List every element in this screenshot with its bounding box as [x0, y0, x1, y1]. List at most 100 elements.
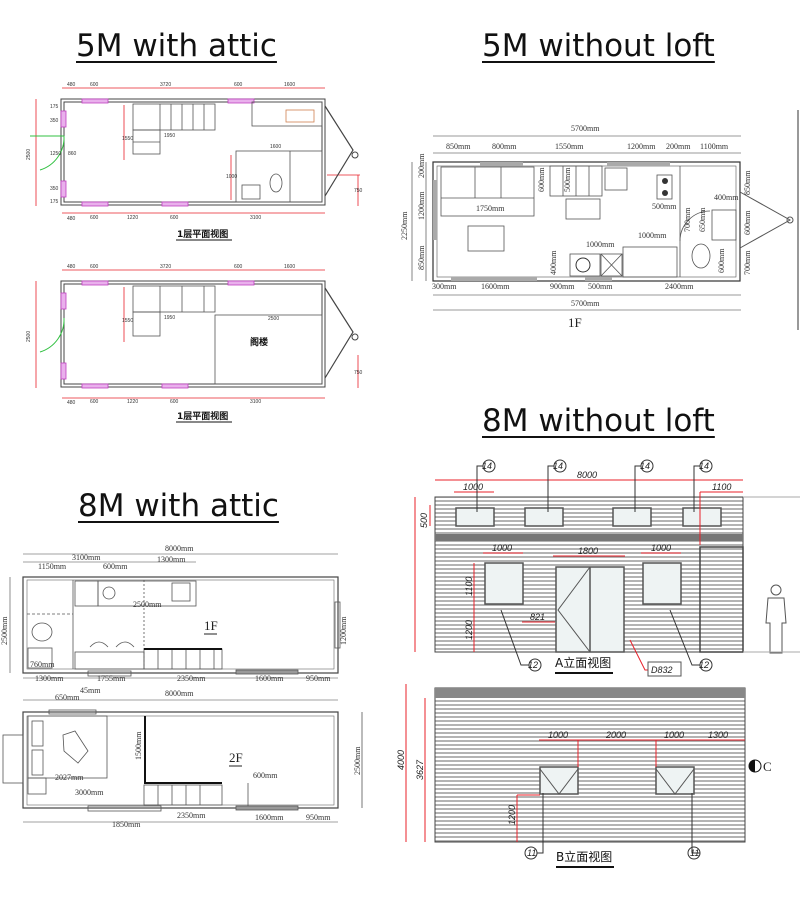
- drawing-line: [765, 597, 787, 654]
- dimension-label: 600mm: [537, 167, 546, 192]
- dimension-label: 480: [67, 216, 76, 222]
- drawing-line: [524, 507, 564, 527]
- person-silhouette-icon: [765, 584, 787, 654]
- dimension-label: 821: [530, 612, 545, 622]
- drawing-line: [682, 507, 722, 527]
- dimension-label: 1000: [463, 482, 483, 492]
- drawing-line: [81, 383, 109, 389]
- dimension-label: 1层平面视图: [177, 228, 228, 240]
- drawing-group: [405, 684, 745, 842]
- drawing-group: [9, 553, 338, 679]
- dimension-label: 2500mm: [353, 746, 362, 775]
- dimension-label: 950mm: [306, 813, 331, 822]
- dimension-label: 1F: [568, 315, 582, 330]
- dimension-label: 2500mm: [133, 600, 162, 609]
- dimension-label: 350: [50, 118, 59, 124]
- dimension-label: 11: [527, 848, 536, 858]
- drawing-line: [539, 766, 579, 795]
- dimension-label: 2027mm: [55, 773, 84, 782]
- dimension-label: 45mm: [80, 686, 101, 695]
- drawing-line: [440, 166, 535, 217]
- dimension-label: 1550mm: [555, 142, 584, 151]
- drawing-group: [539, 766, 695, 795]
- drawing-line: [655, 768, 695, 795]
- dimension-label: 1950: [164, 315, 175, 321]
- drawing-line: [171, 582, 191, 602]
- dimension-label: 750: [354, 188, 363, 194]
- dimension-label: 2500: [268, 316, 279, 322]
- dimension-label: 1000mm: [586, 240, 615, 249]
- drawing-line: [132, 285, 216, 313]
- drawing-line: [144, 716, 222, 784]
- dimension-label: 2500: [26, 331, 32, 342]
- dimension-label: 1F: [204, 618, 218, 633]
- drawing-line: [87, 805, 162, 812]
- dimension-label: 1755mm: [97, 674, 126, 683]
- plan-8m-attic-2f: 650mm 45mm 8000mm 1500mm 2027mm 3000mm 6…: [2, 686, 363, 829]
- drawing-line: [62, 730, 89, 764]
- drawing-line: [27, 647, 53, 669]
- dimension-label: 2350mm: [177, 674, 206, 683]
- dimension-label: 900mm: [550, 282, 575, 291]
- drawing-line: [89, 641, 135, 648]
- drawing-line: [214, 314, 323, 385]
- drawing-line: [63, 283, 323, 385]
- dimension-label: 1220: [127, 215, 138, 221]
- dimension-label: 14: [640, 461, 650, 471]
- drawing-group: [27, 580, 341, 677]
- dimension-label: 350: [50, 186, 59, 192]
- drawing-line: [26, 715, 335, 806]
- dimension-label: A立面视图: [555, 655, 611, 670]
- drawing-line: [2, 734, 24, 784]
- drawing-line: [97, 580, 197, 607]
- drawing-line: [27, 777, 47, 795]
- drawing-line: [537, 793, 700, 854]
- drawing-line: [604, 167, 628, 191]
- dimension-label: 850mm: [743, 170, 752, 195]
- drawing-line: [31, 749, 44, 776]
- dimension-label: 300mm: [432, 282, 457, 291]
- drawing-line: [161, 383, 189, 389]
- dimension-label: 1100: [464, 577, 474, 596]
- dimension-label: 600: [170, 215, 179, 221]
- title-5m-with-attic: 5M with attic: [76, 28, 277, 64]
- drawing-line: [679, 210, 711, 242]
- drawing-line: [455, 507, 495, 527]
- dimension-label: 1850mm: [112, 820, 141, 829]
- drawing-line: [235, 150, 323, 203]
- dimension-label: 1600: [270, 144, 281, 150]
- dimension-label: C: [763, 759, 772, 774]
- drawing-line: [569, 253, 601, 277]
- dimension-label: 2000: [605, 730, 626, 740]
- dimension-label: B立面视图: [556, 849, 612, 864]
- dimension-label: 1600: [284, 82, 295, 88]
- dimension-label: 2F: [229, 750, 243, 765]
- plan-5m-attic-floor2: 阁楼 480 600 3720 600 1600 480 600 1220 60…: [26, 264, 363, 423]
- drawing-line: [227, 280, 255, 286]
- dimension-label: 14: [553, 461, 563, 471]
- dimension-label: 3720: [160, 82, 171, 88]
- drawing-line: [600, 253, 623, 277]
- drawing-group: [2, 709, 363, 812]
- drawing-line: [74, 580, 99, 607]
- drawing-line: [227, 98, 255, 104]
- drawing-line: [22, 576, 339, 674]
- drawing-group: [539, 768, 695, 795]
- drawing-line: [81, 201, 109, 207]
- dimension-label: 2400mm: [665, 282, 694, 291]
- drawing-group: [476, 465, 700, 666]
- dimension-label: 1100: [712, 482, 731, 492]
- drawing-group: [35, 87, 360, 214]
- drawing-line: [132, 103, 216, 131]
- drawing-line: [81, 280, 109, 286]
- dimension-label: 3000mm: [75, 788, 104, 797]
- drawing-line: [235, 669, 299, 675]
- drawing-line: [451, 277, 537, 281]
- dimension-label: 1000: [492, 543, 512, 553]
- dimension-label: 600: [234, 82, 243, 88]
- dimension-label: 860: [68, 151, 77, 157]
- dimension-label: 400mm: [714, 193, 739, 202]
- drawing-line: [622, 246, 678, 278]
- dimension-label: 11: [690, 848, 699, 858]
